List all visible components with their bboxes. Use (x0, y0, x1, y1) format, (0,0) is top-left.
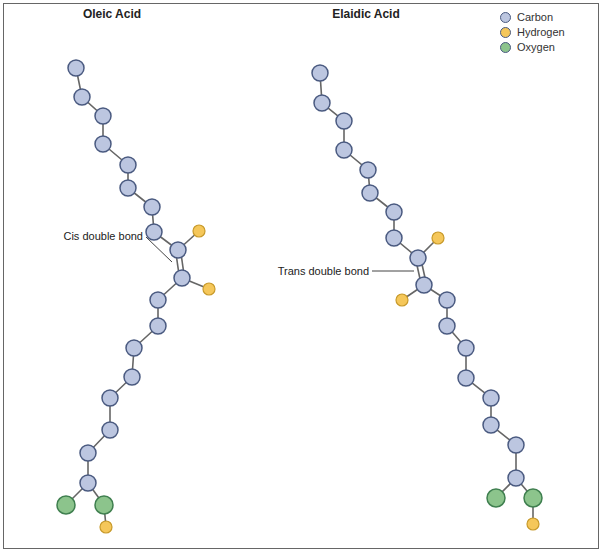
oxygen-atoms (57, 489, 542, 514)
bond-label: Trans double bond (278, 265, 369, 278)
bond-label: Cis double bond (63, 230, 143, 243)
legend-swatch (500, 12, 511, 23)
legend-swatch (500, 42, 511, 53)
legend-entry: Carbon (500, 11, 553, 23)
column-heading: Elaidic Acid (332, 8, 400, 21)
legend-text: Oxygen (517, 41, 555, 53)
bonds (66, 68, 533, 527)
legend-text: Carbon (517, 11, 553, 23)
legend-swatch (500, 27, 511, 38)
carbon-atoms (68, 60, 524, 491)
hydrogen-atoms (100, 225, 539, 533)
legend-entry: Oxygen (500, 41, 555, 53)
frame (4, 4, 599, 549)
column-heading: Oleic Acid (83, 8, 141, 21)
legend-entry: Hydrogen (500, 26, 565, 38)
legend-text: Hydrogen (517, 26, 565, 38)
